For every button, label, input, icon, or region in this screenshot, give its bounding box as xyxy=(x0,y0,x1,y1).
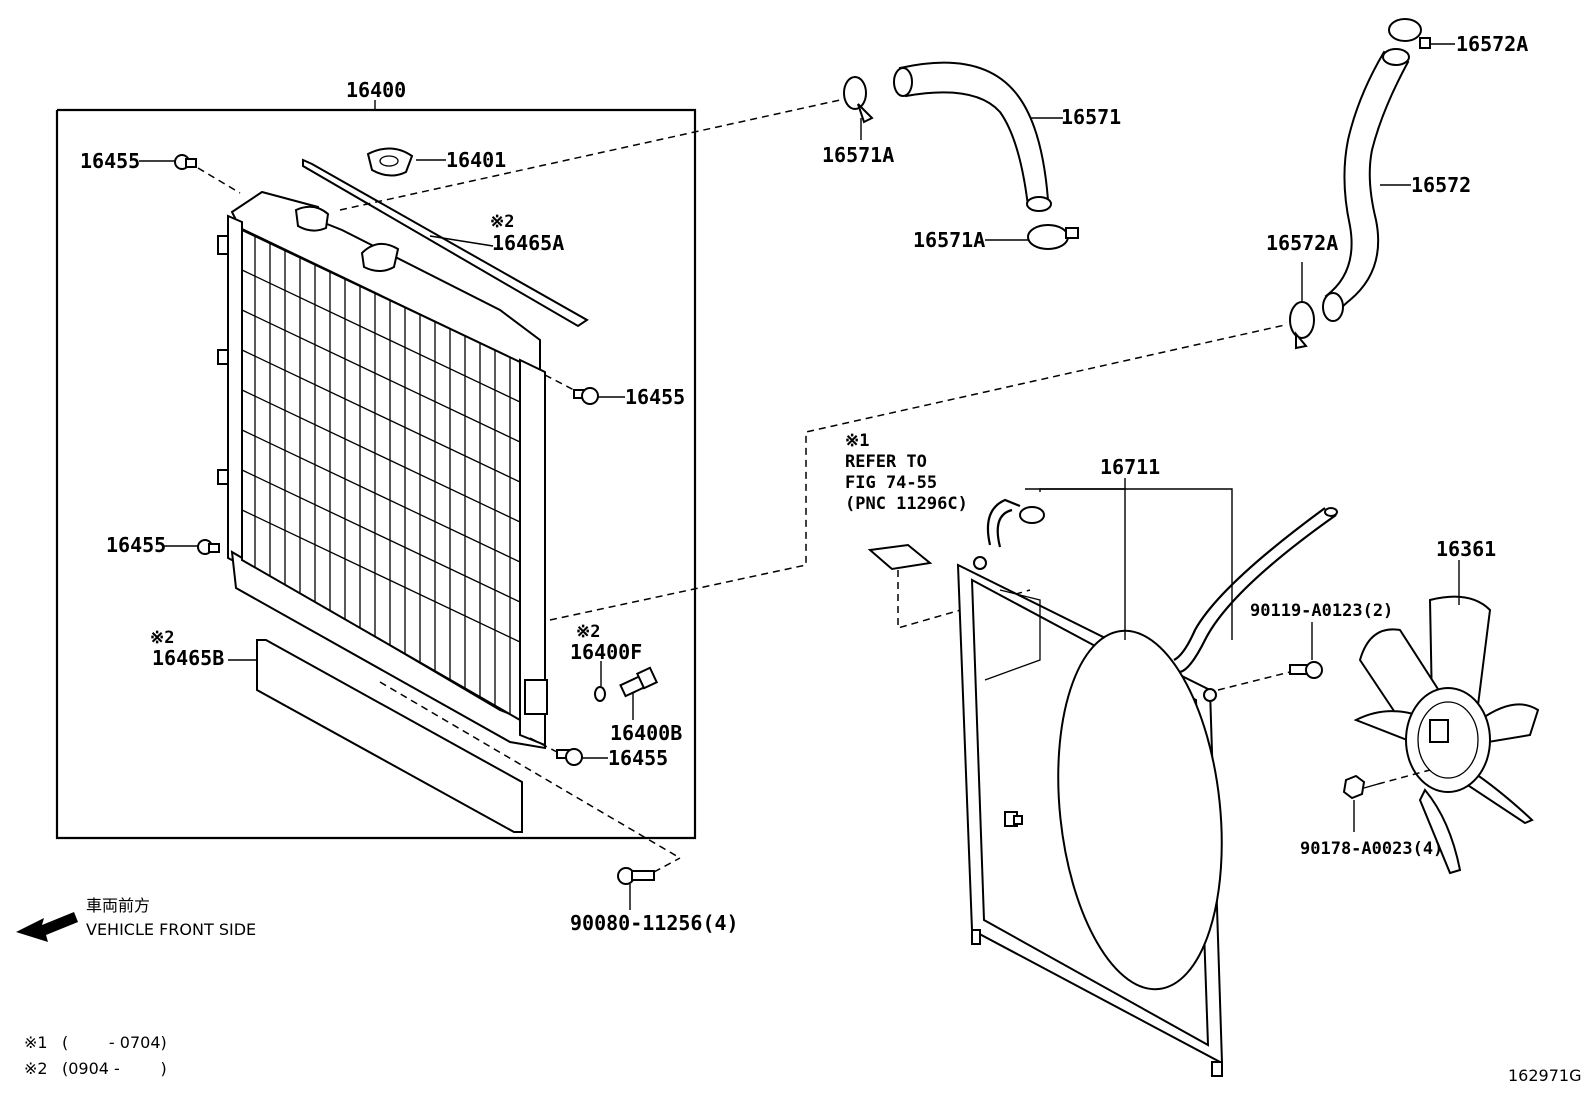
label-16465a[interactable]: 16465A xyxy=(492,231,564,255)
label-plate-11296c[interactable] xyxy=(867,543,933,571)
label-90080-11256[interactable]: 90080-11256(4) xyxy=(570,911,739,935)
label-16401[interactable]: 16401 xyxy=(446,148,506,172)
bolt-16455-b[interactable] xyxy=(573,387,599,405)
refer-note-line1: REFER TO xyxy=(845,452,927,472)
label-16711[interactable]: 16711 xyxy=(1100,455,1160,479)
label-16571a-bottom[interactable]: 16571A xyxy=(913,228,985,252)
footnote-2-mark: ※2 xyxy=(24,1059,48,1078)
refer-note-line3[interactable]: (PNC 11296C) xyxy=(845,494,968,514)
label-90178-a0023[interactable]: 90178-A0023(4) xyxy=(1300,839,1443,859)
fan-shroud-16711[interactable] xyxy=(956,556,1238,1077)
label-16465b[interactable]: 16465B xyxy=(152,646,224,670)
label-16400b[interactable]: 16400B xyxy=(610,721,682,745)
label-16361[interactable]: 16361 xyxy=(1436,537,1496,561)
seal-16465b[interactable] xyxy=(256,639,523,833)
vehicle-front-arrow-icon xyxy=(16,912,78,942)
radiator-fins xyxy=(241,236,521,714)
figure-id: 162971G xyxy=(1508,1066,1581,1085)
label-16571[interactable]: 16571 xyxy=(1061,105,1121,129)
vehicle-front-japanese: 車両前方 xyxy=(86,896,150,915)
label-90119-a0123[interactable]: 90119-A0123(2) xyxy=(1250,601,1393,621)
clamp-16571a-top[interactable] xyxy=(843,76,874,124)
vehicle-front-label: VEHICLE FRONT SIDE xyxy=(86,920,256,939)
fan-16361[interactable] xyxy=(1353,595,1540,875)
bolt-16455-d[interactable] xyxy=(556,748,583,766)
label-16455-d[interactable]: 16455 xyxy=(608,746,668,770)
radiator-core[interactable] xyxy=(217,190,548,750)
label-16465b-mark: ※2 xyxy=(150,628,174,648)
label-16400f-mark: ※2 xyxy=(576,622,600,642)
clamp-16572a-top[interactable] xyxy=(1388,18,1431,49)
label-16455-c[interactable]: 16455 xyxy=(106,533,166,557)
label-16571a-top[interactable]: 16571A xyxy=(822,143,894,167)
bolt-90119-a0123[interactable] xyxy=(1289,661,1323,679)
gasket-16401[interactable] xyxy=(366,147,414,177)
label-16455-b[interactable]: 16455 xyxy=(625,385,685,409)
bolt-16455-a[interactable] xyxy=(174,154,197,170)
oring-16400f[interactable] xyxy=(594,686,606,702)
label-16572a-bottom[interactable]: 16572A xyxy=(1266,231,1338,255)
refer-note-mark: ※1 xyxy=(845,431,869,451)
label-16455-a[interactable]: 16455 xyxy=(80,149,140,173)
lower-hose-16572[interactable] xyxy=(1322,48,1410,322)
bolt-16455-c[interactable] xyxy=(197,539,220,555)
footnote-2-text: (0904 - ) xyxy=(62,1059,167,1078)
label-16400f[interactable]: 16400F xyxy=(570,640,642,664)
nut-90178-a0023[interactable] xyxy=(1342,774,1379,800)
label-16572a-top[interactable]: 16572A xyxy=(1456,32,1528,56)
clamp-16571a-bottom[interactable] xyxy=(1027,224,1079,250)
label-16572[interactable]: 16572 xyxy=(1411,173,1471,197)
overflow-hose-16711[interactable] xyxy=(986,498,1338,674)
refer-note-line2[interactable]: FIG 74-55 xyxy=(845,473,937,493)
drain-plug-16400b[interactable] xyxy=(619,666,659,698)
seal-16465a[interactable] xyxy=(302,158,589,328)
footnote-1-text: ( - 0704) xyxy=(62,1033,167,1052)
radiator-assembly-box xyxy=(55,100,697,840)
label-16400[interactable]: 16400 xyxy=(346,78,406,102)
upper-hose-16571[interactable] xyxy=(893,61,1052,212)
bolt-90080-11256[interactable] xyxy=(617,867,655,885)
label-16465a-mark: ※2 xyxy=(490,212,514,232)
footnote-1-mark: ※1 xyxy=(24,1033,48,1052)
clamp-16572a-bottom[interactable] xyxy=(1289,301,1315,350)
